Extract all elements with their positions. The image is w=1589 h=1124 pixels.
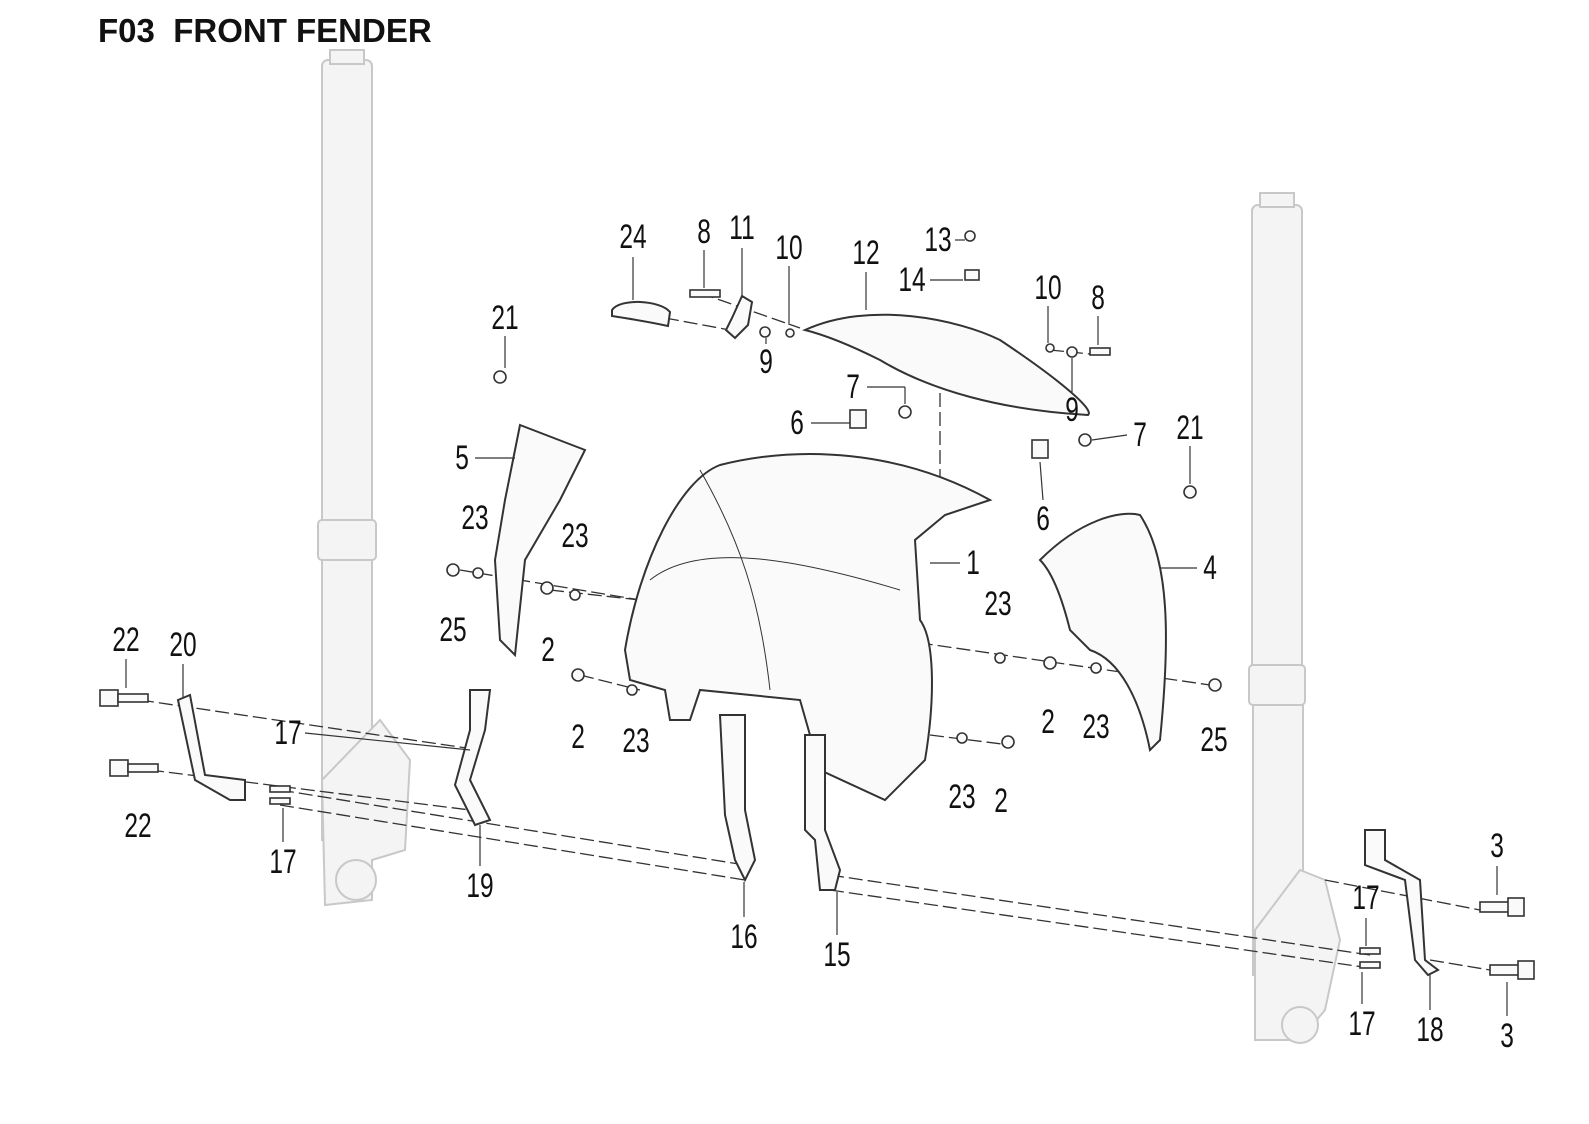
left-side-cover: [493, 423, 587, 658]
stay-20: [176, 693, 246, 801]
callout-label: 15: [823, 936, 851, 974]
callout-label: 17: [274, 714, 302, 752]
callout-label: 10: [775, 229, 803, 267]
callout-label: 9: [759, 343, 773, 381]
callout-label: 4: [1203, 549, 1217, 587]
callout-label: 18: [1416, 1011, 1444, 1049]
callout-label: 17: [269, 843, 297, 881]
callout-label: 2: [571, 718, 585, 756]
fasteners: [99, 230, 1535, 980]
callout-label: 10: [1034, 269, 1062, 307]
callout-label: 21: [1176, 409, 1204, 447]
callout-label: 3: [1490, 827, 1504, 865]
callout-label: 14: [898, 261, 926, 299]
left-fork: [317, 49, 412, 907]
right-side-cover: [1038, 512, 1167, 753]
callout-label: 22: [112, 621, 140, 659]
callout-label: 6: [790, 404, 804, 442]
callout-label: 1: [966, 544, 980, 582]
callout-label: 17: [1348, 1005, 1376, 1043]
callout-label: 9: [1065, 391, 1079, 429]
callout-label: 16: [730, 918, 758, 956]
callout-label: 7: [846, 368, 860, 406]
callout-label: 12: [852, 234, 880, 272]
callout-label: 21: [491, 299, 519, 337]
callout-label: 8: [1091, 279, 1105, 317]
callout-label: 23: [948, 778, 976, 816]
callout-label: 17: [1352, 879, 1380, 917]
parts: [99, 230, 1535, 980]
front-fender: [623, 453, 993, 802]
callout-label: 23: [1082, 708, 1110, 746]
stay-15: [804, 734, 842, 891]
callout-label: 25: [1200, 721, 1228, 759]
callout-label: 19: [466, 867, 494, 905]
callout-label: 23: [561, 517, 589, 555]
stay-16: [718, 714, 757, 883]
callout-label: 2: [1041, 703, 1055, 741]
stay-19: [453, 689, 492, 827]
callout-label: 2: [994, 782, 1008, 820]
callout-label: 23: [984, 585, 1012, 623]
callout-label: 5: [455, 439, 469, 477]
callout-label: 2: [541, 631, 555, 669]
right-fork: [1248, 192, 1342, 1044]
assembly-lines: [139, 292, 1491, 971]
callout-label: 8: [697, 213, 711, 251]
clamp: [611, 300, 672, 328]
callout-label: 3: [1500, 1017, 1514, 1055]
upper-fender-piece: [802, 313, 1090, 417]
callout-label: 11: [729, 209, 755, 247]
callout-label: 22: [124, 807, 152, 845]
callout-label: 23: [461, 499, 489, 537]
callout-label: 24: [619, 218, 647, 256]
leader-lines: [125, 239, 1508, 1016]
callout-label: 20: [169, 626, 197, 664]
page-title: F03 FRONT FENDER: [98, 12, 432, 49]
callout-label: 23: [622, 722, 650, 760]
callout-label: 6: [1036, 500, 1050, 538]
callout-label: 13: [924, 221, 952, 259]
stay-18: [1364, 829, 1440, 977]
callout-label: 7: [1133, 416, 1147, 454]
callout-label: 25: [439, 611, 467, 649]
